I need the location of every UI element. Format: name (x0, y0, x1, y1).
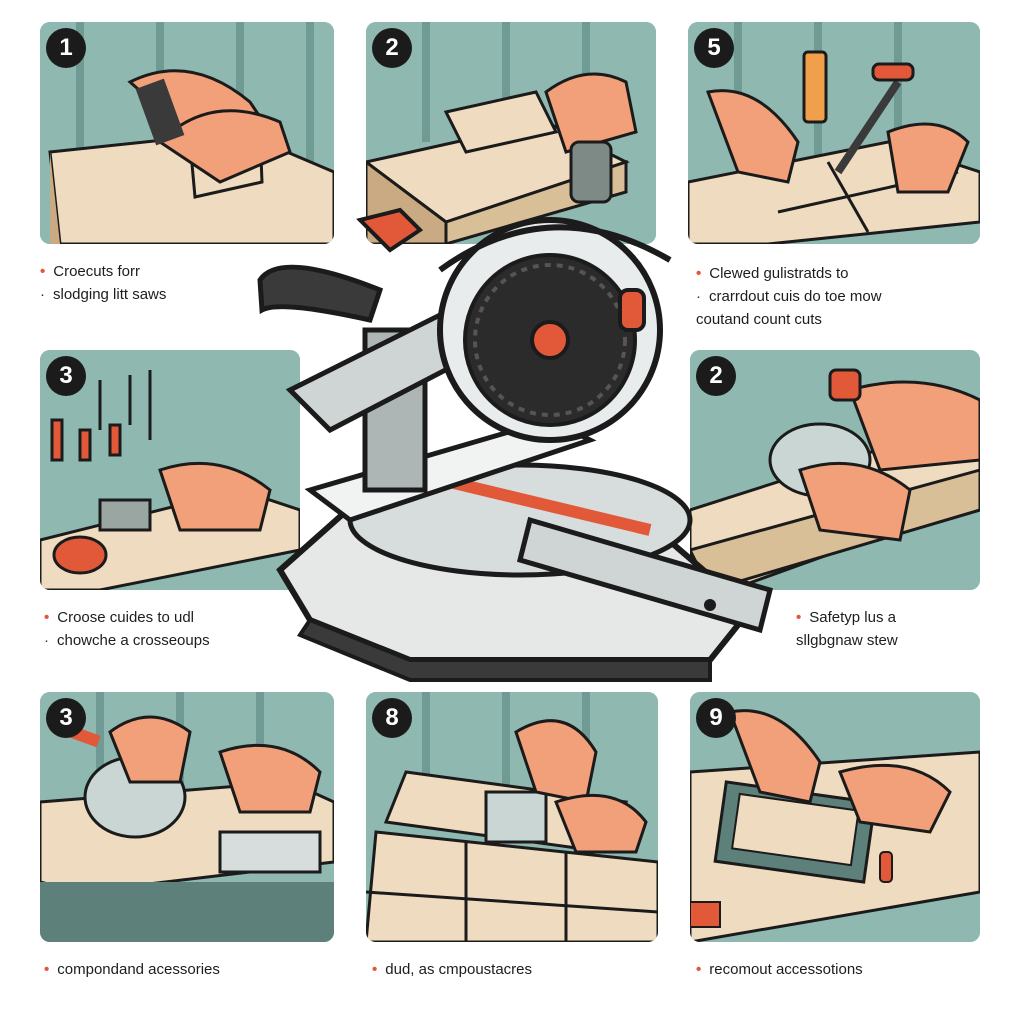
step-number-badge: 1 (46, 28, 86, 68)
caption-mid-right: • Safetyp lus a sllgbgnaw stew (796, 606, 996, 652)
step-number-badge: 3 (46, 698, 86, 738)
caption-text: Croecuts forr (53, 263, 140, 280)
step-panel-5: 5 (688, 22, 980, 244)
step-panel-2: 2 (366, 22, 656, 244)
caption-text: Croose cuides to udl (57, 609, 195, 626)
caption-text: compondand acessories (57, 961, 220, 978)
step-number-badge: 8 (372, 698, 412, 738)
step-number-badge: 9 (696, 698, 736, 738)
marking-board-illustration (366, 22, 656, 244)
caption-text: crarrdout cuis do toe mow (709, 288, 882, 305)
bullet-icon: · (696, 288, 701, 305)
step-number-badge: 5 (694, 28, 734, 68)
step-number-badge: 2 (372, 28, 412, 68)
guide-accessory-illustration (690, 692, 980, 942)
aligning-boards-illustration (366, 692, 658, 942)
hands-holding-board-illustration (40, 22, 334, 244)
caption-text: chowche a crosseoups (57, 632, 210, 649)
caption-bottom-left: • compondand acessories (44, 958, 344, 981)
cutting-board-illustration (690, 350, 980, 590)
bullet-icon: • (696, 961, 702, 978)
caption-text: recomout accessotions (709, 961, 863, 978)
step-panel-2-middle: 2 (690, 350, 980, 590)
bullet-icon: • (44, 609, 50, 626)
caption-text: slodging litt saws (53, 286, 167, 303)
caption-text: coutand count cuts (696, 311, 822, 328)
caption-bottom-mid: • dud, as cmpoustacres (372, 958, 672, 981)
bullet-icon: · (40, 286, 45, 303)
caption-bottom-right: • recomout accessotions (696, 958, 996, 981)
caption-mid-left: • Croose cuides to udl · chowche a crosseo… (44, 606, 344, 652)
circular-saw-cutting-illustration (40, 692, 334, 942)
caption-text: Safetyp lus a (809, 609, 896, 626)
caption-top-right: • Clewed gulistratds to · crarrdout cuis d… (696, 262, 996, 331)
step-number-badge: 3 (46, 356, 86, 396)
bullet-icon: • (40, 263, 46, 280)
step-panel-1: 1 (40, 22, 334, 244)
bullet-icon: · (44, 632, 49, 649)
step-panel-3-bottom: 3 (40, 692, 334, 942)
step-panel-3-middle: 3 (40, 350, 300, 590)
caption-text: Clewed gulistratds to (709, 265, 849, 282)
step-number-badge: 2 (696, 356, 736, 396)
bullet-icon: • (696, 265, 702, 282)
step-panel-9: 9 (690, 692, 980, 942)
bullet-icon: • (372, 961, 378, 978)
caption-text: sllgbgnaw stew (796, 632, 898, 649)
caption-top-left: • Croecuts forr · slodging litt saws (40, 260, 340, 306)
using-marking-tool-illustration (688, 22, 980, 244)
miter-saw-illustration (257, 207, 774, 682)
bullet-icon: • (44, 961, 50, 978)
workbench-tools-illustration (40, 350, 300, 590)
caption-text: dud, as cmpoustacres (385, 961, 533, 978)
bullet-icon: • (796, 609, 802, 626)
step-panel-8: 8 (366, 692, 658, 942)
